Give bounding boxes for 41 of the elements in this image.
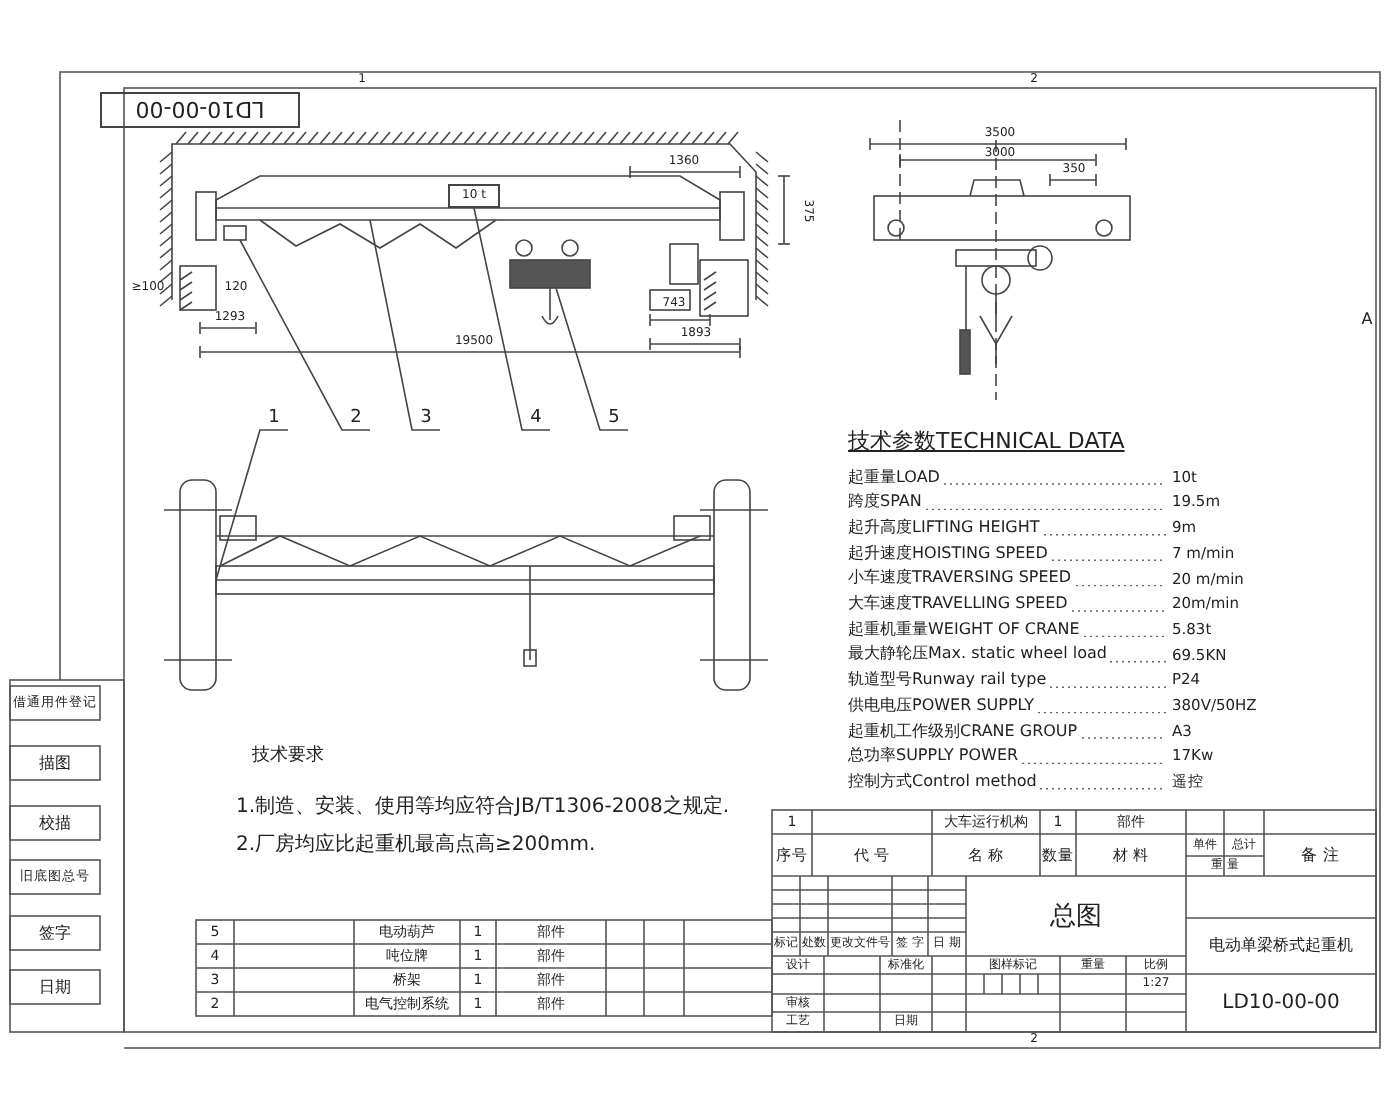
control-box (223, 225, 247, 241)
tech-data-label: 起重量LOAD (848, 466, 940, 488)
callout-number: 1 (260, 406, 288, 430)
tech-data-label: 起重机工作级别CRANE GROUP (848, 720, 1078, 742)
bridge-girder (215, 175, 721, 221)
tech-data-label: 最大静轮压Max. static wheel load (848, 643, 1107, 666)
tech-data-label: 控制方式Control method (848, 770, 1037, 793)
note-heading: 技术要求 (252, 744, 326, 770)
drawing-title: 总图 (1048, 899, 1104, 935)
product-name: 电动单梁桥式起重机 (1207, 934, 1355, 958)
tech-data-label: 总功率SUPPLY POWER (848, 745, 1019, 768)
leader-line (555, 287, 629, 431)
tech-data-label: 起升高度LIFTING HEIGHT (848, 516, 1040, 539)
note-text: 2.厂房均应比起重机最高点高≥200mm. (236, 832, 598, 860)
tech-data-title: 技术参数TECHNICAL DATA (848, 426, 1127, 454)
end-carriage (179, 479, 217, 691)
tech-data-label: 供电电压POWER SUPPLY (848, 694, 1035, 717)
tech-data-label: 起升速度HOISTING SPEED (848, 542, 1048, 565)
tech-data-label: 跨度SPAN (848, 491, 922, 514)
callout-number: 3 (412, 406, 440, 430)
margin-label: 校描 (37, 811, 73, 835)
callout-number: 2 (342, 406, 370, 430)
margin-label: 日期 (37, 975, 73, 999)
leader-line (239, 239, 371, 431)
callout-number: 4 (522, 406, 550, 430)
tech-data-label: 轨道型号Runway rail type (848, 669, 1047, 692)
drawing-number: LD10-00-00 (1220, 989, 1342, 1017)
tech-data-label: 起重机重量WEIGHT OF CRANE (848, 618, 1080, 641)
tech-data-label: 小车速度TRAVERSING SPEED (848, 567, 1072, 590)
drawing-number: LD10-00-00 (100, 92, 300, 128)
electric-hoist-drawing (509, 239, 591, 325)
tech-data-label: 大车速度TRAVELLING SPEED (848, 593, 1068, 615)
zone-marker: A (1359, 310, 1375, 330)
callout-number: 5 (600, 406, 628, 430)
note-text: 1.制造、安装、使用等均应符合JB/T1306-2008之规定. (236, 794, 732, 822)
margin-label: 签字 (37, 921, 73, 945)
margin-label: 描图 (37, 751, 73, 775)
parts-list-heading: 备 注 (1299, 843, 1341, 867)
leader-line (473, 207, 551, 431)
leader-line (369, 219, 441, 431)
leader-line (215, 429, 289, 581)
